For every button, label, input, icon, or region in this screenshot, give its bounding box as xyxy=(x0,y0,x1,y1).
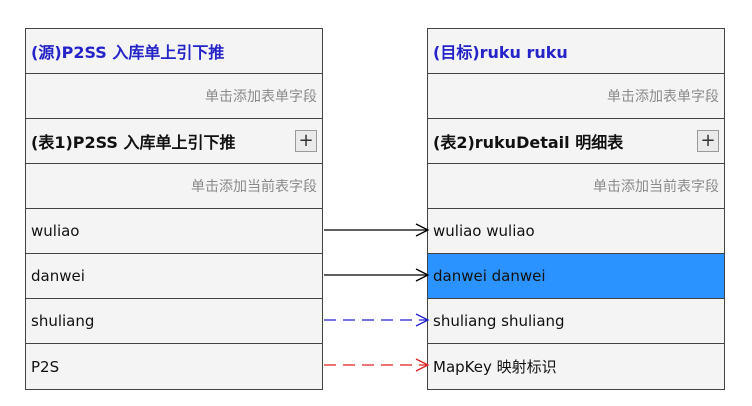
target-table-title: (表2)rukuDetail 明细表 xyxy=(433,133,624,152)
source-field-p2s[interactable]: P2S xyxy=(31,357,60,376)
source-table-header: (表1)P2SS 入库单上引下推 + xyxy=(26,119,322,164)
mapping-line-shuliang[interactable] xyxy=(324,313,430,327)
source-panel: (源)P2SS 入库单上引下推 单击添加表单字段 (表1)P2SS 入库单上引下… xyxy=(25,28,323,390)
add-current-field-hint[interactable]: 单击添加当前表字段 xyxy=(26,164,322,209)
mapping-line-danwei[interactable] xyxy=(324,268,430,282)
add-table-button[interactable]: + xyxy=(697,130,719,152)
target-field-mapkey[interactable]: MapKey 映射标识 xyxy=(433,358,557,376)
source-field-shuliang[interactable]: shuliang xyxy=(26,299,322,344)
source-form-title: (源)P2SS 入库单上引下推 xyxy=(26,29,322,74)
add-table-button[interactable]: + xyxy=(295,130,317,152)
source-table-title: (表1)P2SS 入库单上引下推 xyxy=(31,133,236,152)
add-form-field-hint[interactable]: 单击添加表单字段 xyxy=(428,74,724,119)
source-field-danwei[interactable]: danwei xyxy=(26,254,322,299)
target-field-shuliang[interactable]: shuliang shuliang xyxy=(428,299,724,344)
target-table-header: (表2)rukuDetail 明细表 + xyxy=(428,119,724,164)
mapping-line-wuliao[interactable] xyxy=(324,223,430,237)
target-field-wuliao[interactable]: wuliao wuliao xyxy=(428,209,724,254)
target-field-danwei[interactable]: danwei danwei xyxy=(428,254,724,299)
source-field-wuliao[interactable]: wuliao xyxy=(26,209,322,254)
target-panel: (目标)ruku ruku 单击添加表单字段 (表2)rukuDetail 明细… xyxy=(427,28,725,390)
add-current-field-hint[interactable]: 单击添加当前表字段 xyxy=(428,164,724,209)
mapping-line-p2s[interactable] xyxy=(324,358,430,372)
add-form-field-hint[interactable]: 单击添加表单字段 xyxy=(26,74,322,119)
target-form-title: (目标)ruku ruku xyxy=(428,29,724,74)
